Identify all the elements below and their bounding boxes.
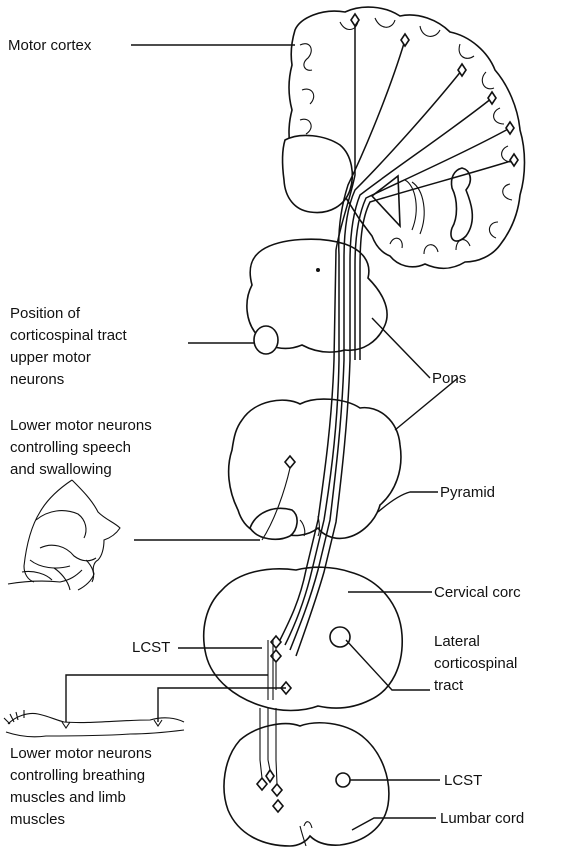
label-lumbar-cord: Lumbar cord: [440, 810, 524, 827]
label-position-2: corticospinal tract: [10, 327, 128, 344]
leader-pons: [372, 318, 430, 378]
label-lmn-breath-3: muscles and limb: [10, 789, 126, 806]
label-motor-cortex: Motor cortex: [8, 37, 92, 54]
cervical-lcst-circle: [330, 627, 350, 647]
label-position-3: upper motor: [10, 349, 91, 366]
arm-illustration: [4, 710, 184, 737]
pons-dot: [316, 268, 320, 272]
head-profile-illustration: [8, 480, 120, 590]
lumbar-lcst-circle: [336, 773, 350, 787]
label-lateral-2: corticospinal: [434, 655, 517, 672]
label-lcst-right: LCST: [444, 772, 482, 789]
label-position-1: Position of: [10, 305, 81, 322]
medulla-outline: [229, 399, 401, 538]
label-lmn-speech-1: Lower motor neurons: [10, 417, 152, 434]
label-cervical-cord: Cervical corc: [434, 584, 521, 601]
label-lmn-speech-3: and swallowing: [10, 461, 112, 478]
label-pons: Pons: [432, 370, 466, 387]
label-lcst-left: LCST: [132, 639, 170, 656]
label-lmn-breath-2: controlling breathing: [10, 767, 145, 784]
label-position-4: neurons: [10, 371, 64, 388]
label-lateral-3: tract: [434, 677, 464, 694]
label-pyramid: Pyramid: [440, 484, 495, 501]
label-lateral-1: Lateral: [434, 633, 480, 650]
label-lmn-breath-4: muscles: [10, 811, 65, 828]
label-lmn-breath-1: Lower motor neurons: [10, 745, 152, 762]
label-lmn-speech-2: controlling speech: [10, 439, 131, 456]
corticospinal-position-ellipse: [254, 326, 278, 354]
cervical-cord-outline: [204, 567, 402, 710]
lumbar-cord-outline: [224, 723, 389, 846]
internal-capsule-left: [283, 135, 353, 212]
